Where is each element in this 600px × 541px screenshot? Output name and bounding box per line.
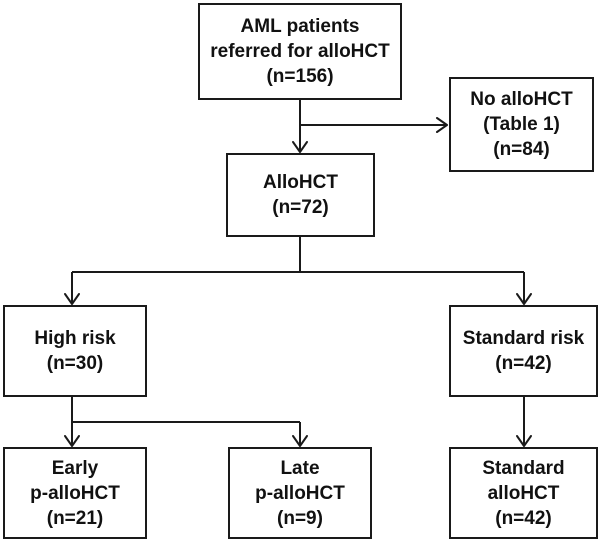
box-standard-allohct: Standard alloHCT (n=42) xyxy=(449,447,598,539)
arrowhead-no-allohct xyxy=(436,117,448,133)
box-early: Early p-alloHCT (n=21) xyxy=(3,447,147,539)
box-late: Late p-alloHCT (n=9) xyxy=(228,447,372,539)
box-late-line2: p-alloHCT xyxy=(255,482,345,504)
arrowhead-standard-risk xyxy=(516,293,532,305)
box-allohct: AlloHCT (n=72) xyxy=(226,153,375,237)
box-early-line3: (n=21) xyxy=(46,507,104,529)
box-standard-risk-line2: (n=42) xyxy=(495,353,552,374)
box-referred-line1: AML patients xyxy=(240,16,360,37)
box-late-line3: (n=9) xyxy=(277,507,323,529)
box-standard-risk: Standard risk (n=42) xyxy=(449,305,598,397)
box-allohct-line1: AlloHCT xyxy=(263,172,338,193)
box-no-allohct-line1: No alloHCT xyxy=(470,89,573,110)
arrowhead-late xyxy=(292,435,308,447)
box-standard-allohct-line2: alloHCT xyxy=(487,482,560,504)
box-high-risk-line2: (n=30) xyxy=(46,353,104,374)
box-no-allohct-line2: (Table 1) xyxy=(483,114,560,135)
arrowhead-high-risk xyxy=(64,293,80,305)
box-allohct-line2: (n=72) xyxy=(272,197,329,218)
box-standard-allohct-line1: Standard xyxy=(482,457,565,479)
arrowhead-allohct xyxy=(292,141,308,153)
box-referred-line2: referred for alloHCT xyxy=(210,41,390,62)
box-early-line1: Early xyxy=(51,457,99,479)
box-late-line1: Late xyxy=(280,457,320,479)
box-high-risk-line1: High risk xyxy=(34,328,116,349)
arrowhead-early xyxy=(64,435,80,447)
box-high-risk: High risk (n=30) xyxy=(3,305,147,397)
box-referred: AML patients referred for alloHCT (n=156… xyxy=(198,3,402,100)
box-referred-line3: (n=156) xyxy=(266,66,334,87)
box-standard-risk-line1: Standard risk xyxy=(462,328,585,349)
box-standard-allohct-line3: (n=42) xyxy=(495,507,552,529)
arrowhead-standard-allohct xyxy=(516,435,532,447)
box-early-line2: p-alloHCT xyxy=(30,482,120,504)
box-no-allohct: No alloHCT (Table 1) (n=84) xyxy=(449,77,594,172)
box-no-allohct-line3: (n=84) xyxy=(493,139,550,160)
